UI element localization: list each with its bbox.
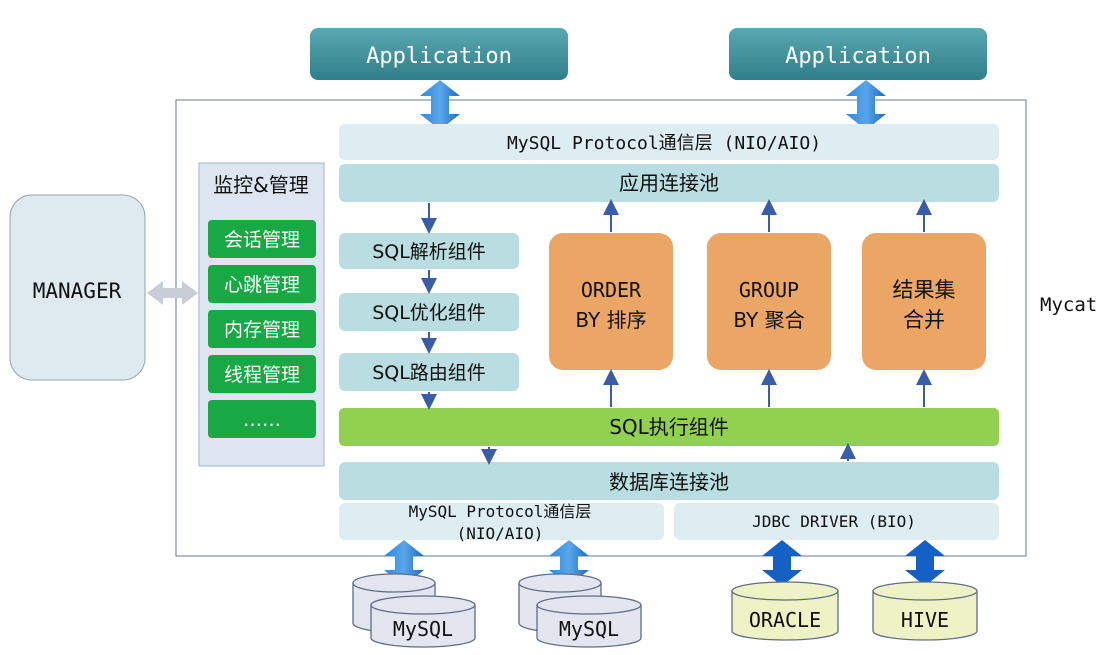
- mycat-label: Mycat: [1040, 294, 1097, 316]
- group-by-line1: GROUP: [739, 278, 799, 302]
- group-by-line2: BY 聚合: [733, 308, 804, 332]
- monitor-item-label: 心跳管理: [224, 274, 300, 296]
- monitor-item-label: 线程管理: [224, 364, 300, 386]
- jdbc-driver-label: JDBC DRIVER (BIO): [752, 512, 916, 531]
- flow-arrows: [421, 199, 932, 465]
- manager-box: [9, 194, 146, 381]
- monitor-item: [208, 220, 316, 258]
- application-box-1: Application: [310, 28, 568, 80]
- sql-optimize-label: SQL优化组件: [372, 302, 486, 324]
- monitor-item-label: 会话管理: [224, 229, 300, 251]
- jdbc-driver-layer: [674, 503, 999, 540]
- double-arrow-icon: [420, 80, 460, 130]
- protocol-layer-bottom-line2: (NIO/AIO): [457, 524, 544, 543]
- monitor-item: [208, 265, 316, 303]
- double-arrow-icon: [762, 540, 802, 586]
- app-connection-pool: [339, 164, 999, 202]
- manager-label: MANAGER: [33, 279, 122, 303]
- db-connection-pool: [339, 462, 999, 500]
- double-arrow-icon: [846, 80, 886, 130]
- monitor-item: [208, 310, 316, 348]
- manager-monitor-arrow-icon: [147, 281, 198, 305]
- application-box-2: Application: [729, 28, 987, 80]
- sql-execute-component: [339, 408, 999, 446]
- hive-db: HIVE: [872, 581, 978, 641]
- merge-line1: 结果集: [893, 278, 956, 302]
- db-label: HIVE: [901, 608, 949, 632]
- protocol-layer-bottom-line1: MySQL Protocol通信层: [409, 502, 592, 521]
- protocol-layer-top-label: MySQL Protocol通信层 (NIO/AIO): [507, 133, 821, 154]
- sql-parse-label: SQL解析组件: [372, 241, 486, 263]
- group-by-box: GROUP BY 聚合: [707, 233, 831, 370]
- oracle-db: ORACLE: [731, 581, 839, 641]
- monitor-item-label: ……: [243, 409, 281, 431]
- db-label: ORACLE: [749, 608, 821, 632]
- db-label: MySQL: [559, 617, 619, 641]
- monitor-item-label: 内存管理: [224, 319, 300, 341]
- protocol-layer-top: [339, 124, 999, 160]
- mysql-db-1: MySQL: [370, 595, 476, 648]
- protocol-layer-bottom: [339, 503, 664, 540]
- sql-parse-component: [339, 233, 519, 269]
- app-connection-pool-label: 应用连接池: [619, 171, 719, 195]
- db-connection-pool-label: 数据库连接池: [609, 470, 729, 494]
- application-label: Application: [785, 44, 931, 69]
- monitor-item: [208, 355, 316, 393]
- sql-execute-label: SQL执行组件: [609, 415, 729, 439]
- order-by-line1: ORDER: [581, 278, 642, 302]
- sql-route-label: SQL路由组件: [372, 362, 486, 384]
- sql-optimize-component: [339, 293, 519, 331]
- application-label: Application: [366, 44, 512, 69]
- order-by-line2: BY 排序: [575, 308, 646, 332]
- double-arrow-icon: [905, 540, 945, 586]
- merge-box: 结果集 合并: [862, 233, 986, 370]
- db-label: MySQL: [393, 617, 453, 641]
- order-by-box: ORDER BY 排序: [549, 233, 673, 370]
- mysql-db-2: MySQL: [536, 595, 642, 648]
- monitor-title: 监控&管理: [213, 173, 309, 197]
- merge-line2: 合并: [903, 308, 945, 332]
- sql-route-component: [339, 353, 519, 391]
- monitor-item: [208, 400, 316, 438]
